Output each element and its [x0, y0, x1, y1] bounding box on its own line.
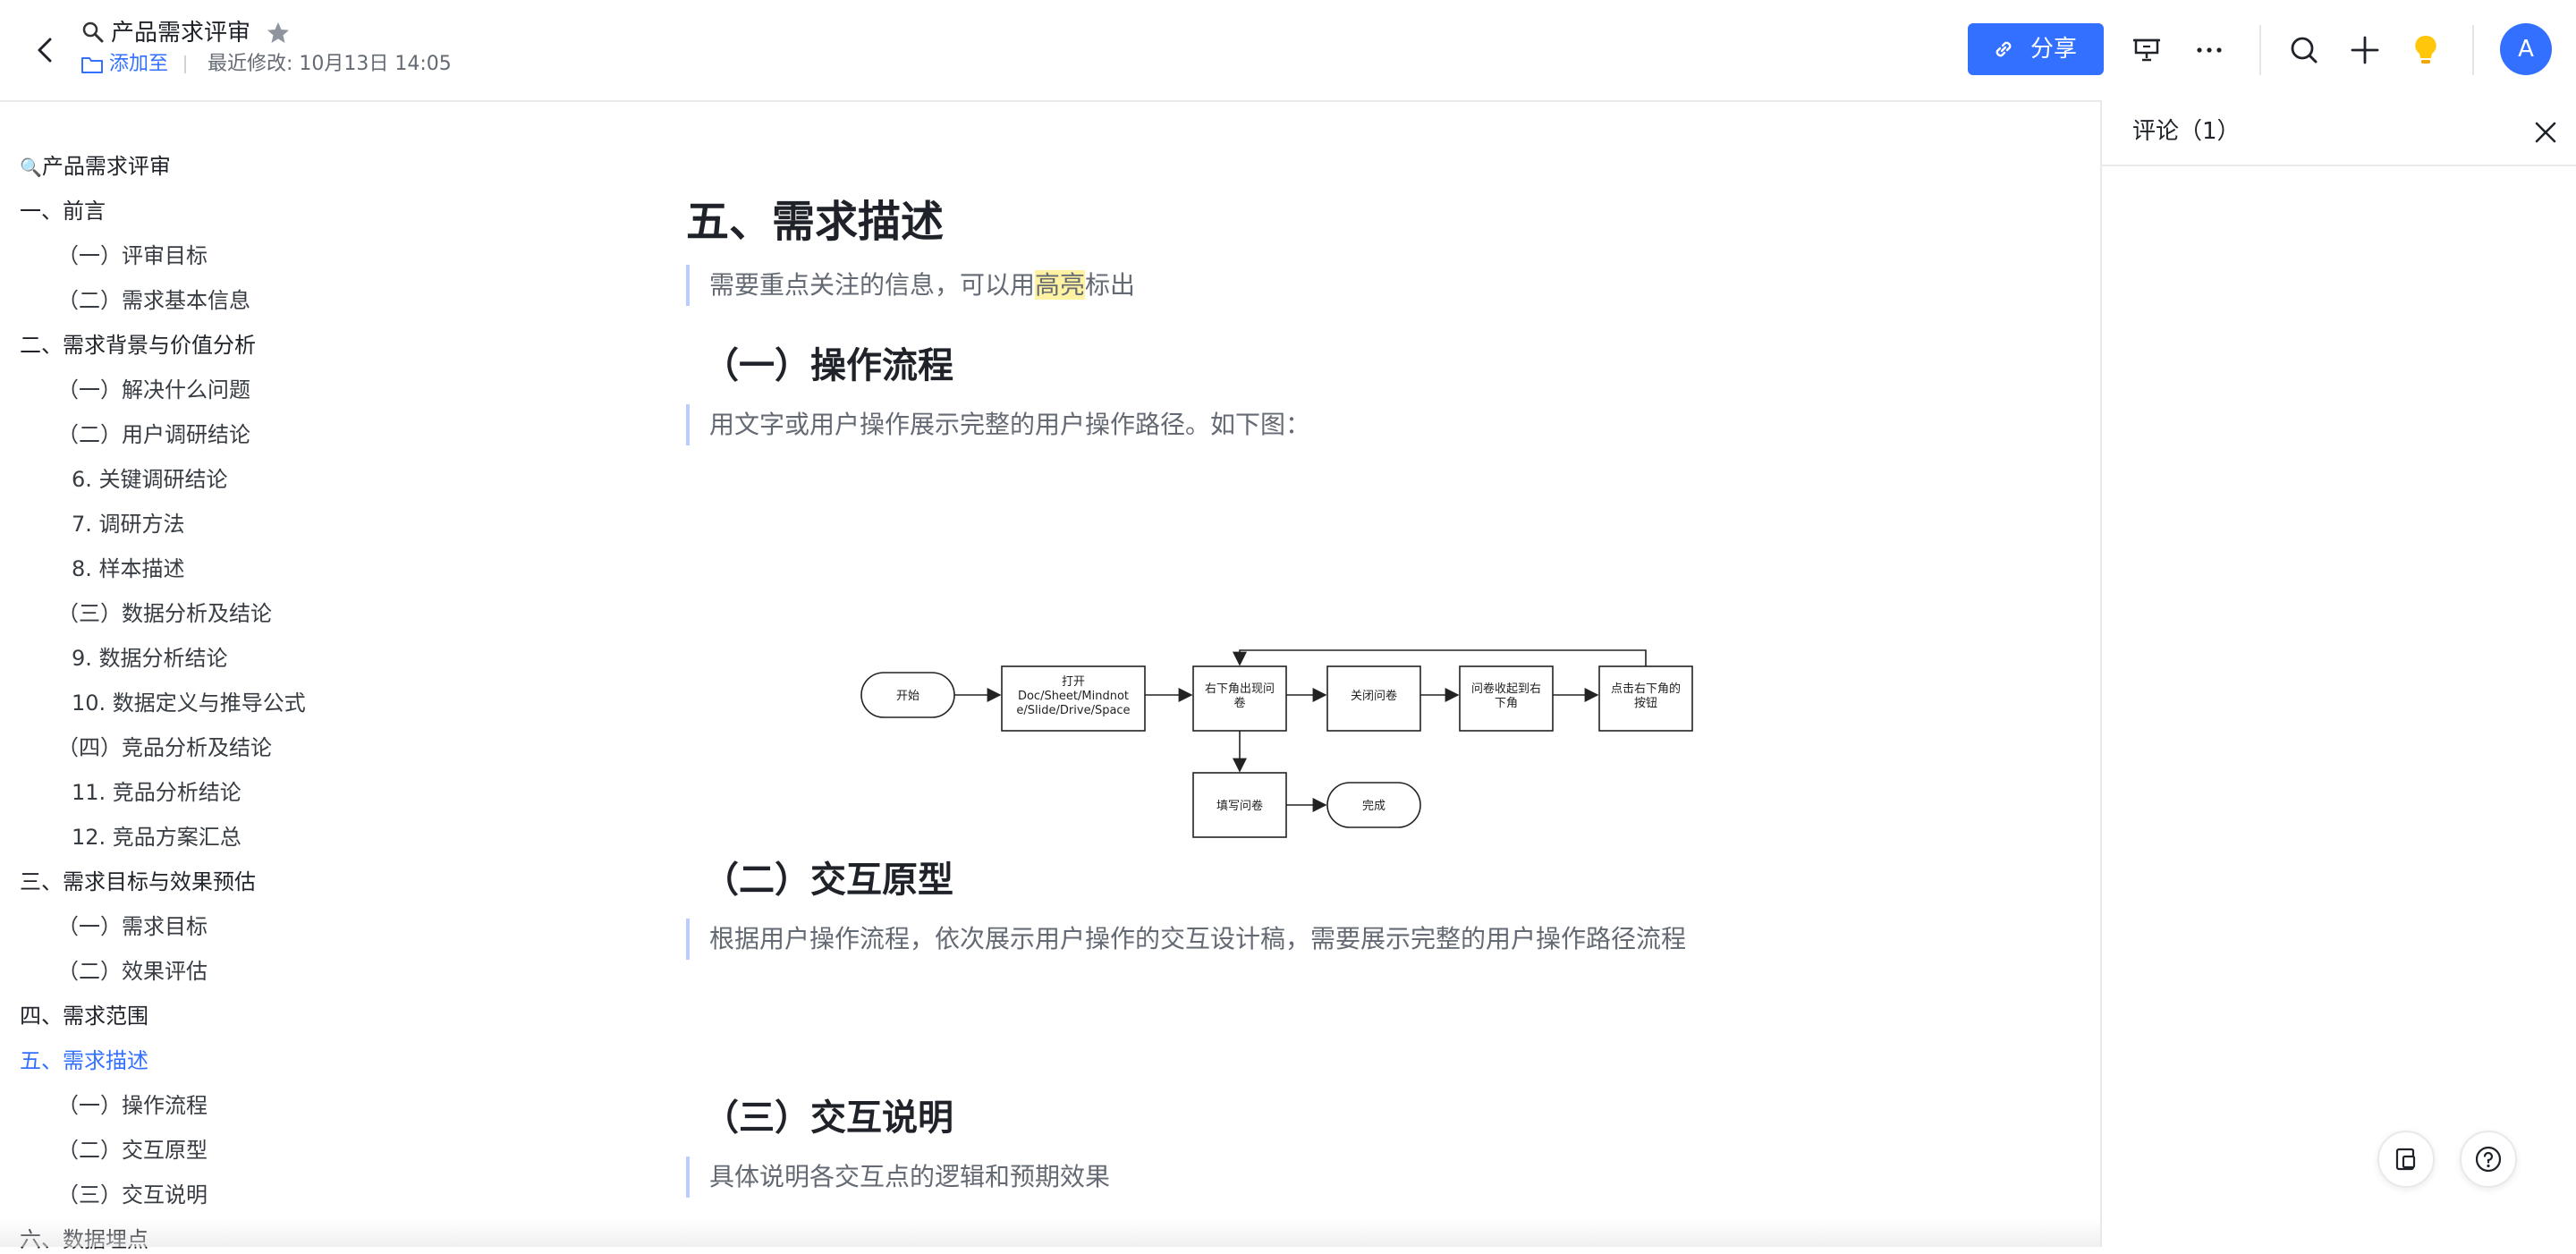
flow-node-open: [1001, 665, 1146, 732]
folder-icon: [81, 57, 103, 73]
outline-item[interactable]: 🔍产品需求评审: [20, 154, 171, 179]
outline-item[interactable]: （一）解决什么问题: [57, 377, 250, 402]
doc-icon: [82, 21, 104, 43]
outline-item[interactable]: （三）交互说明: [57, 1182, 208, 1207]
quote-text: 需要重点关注的信息，可以用: [709, 270, 1036, 300]
back-icon: [38, 38, 52, 63]
flow-label: 关闭问卷: [1351, 689, 1397, 703]
doc-icon: 🔍: [20, 157, 42, 178]
subsection-heading[interactable]: （二）交互原型: [703, 860, 953, 901]
doc-info-button[interactable]: [2377, 1131, 2435, 1188]
outline-item[interactable]: 9. 数据分析结论: [72, 646, 228, 671]
flow-node-close: [1326, 665, 1421, 732]
close-icon[interactable]: [2528, 114, 2563, 150]
outline-item[interactable]: （三）数据分析及结论: [57, 601, 272, 626]
present-icon[interactable]: [2127, 30, 2166, 70]
outline-item[interactable]: 12. 竞品方案汇总: [72, 825, 242, 850]
flow-label: 右下角出现问: [1205, 682, 1275, 696]
subsection-heading[interactable]: （一）操作流程: [703, 345, 953, 386]
share-label: 分享: [2030, 36, 2078, 63]
outline-item-active[interactable]: 五、需求描述: [20, 1048, 148, 1073]
top-bar: 产品需求评审 添加至 最近修改: 10月13日 14:05 分享 A: [0, 0, 2576, 102]
outline-item[interactable]: 11. 竞品分析结论: [72, 780, 242, 805]
subsection-heading[interactable]: （三）交互说明: [703, 1097, 953, 1139]
flow-label: 按钮: [1634, 697, 1657, 710]
outline-item[interactable]: 一、前言: [20, 199, 106, 224]
flow-label: 问卷收起到右: [1471, 682, 1541, 696]
outline-item[interactable]: （二）用户调研结论: [57, 422, 250, 447]
outline-item[interactable]: （二）交互原型: [57, 1138, 208, 1163]
callout-quote[interactable]: 用文字或用户操作展示完整的用户操作路径。如下图：: [686, 404, 1310, 445]
share-button[interactable]: 分享: [1968, 23, 2104, 75]
bulb-icon[interactable]: [2406, 30, 2445, 70]
meta-divider: [184, 55, 186, 73]
flowchart[interactable]: 开始 打开 Doc/Sheet/Mindnot e/Slide/Drive/Sp…: [859, 533, 1753, 864]
flow-label: 填写问卷: [1216, 799, 1263, 813]
help-button[interactable]: [2460, 1131, 2517, 1188]
link-icon: [1996, 41, 2012, 57]
document-body: 五、需求描述 需要重点关注的信息，可以用高亮标出 （一）操作流程 用文字或用户操…: [376, 100, 2102, 1247]
plus-icon[interactable]: [2345, 30, 2385, 70]
outline-item[interactable]: （一）需求目标: [57, 914, 208, 939]
callout-quote[interactable]: 具体说明各交互点的逻辑和预期效果: [686, 1157, 1110, 1198]
flow-node-fill: [1192, 772, 1287, 838]
star-icon[interactable]: [265, 20, 292, 47]
scroll-fade: [0, 1220, 2100, 1247]
doc-info-icon: [2395, 1148, 2416, 1171]
outline-item[interactable]: （二）需求基本信息: [57, 288, 250, 313]
flow-label: 开始: [896, 690, 919, 703]
back-button[interactable]: [27, 30, 66, 70]
flow-label: Doc/Sheet/Mindnot: [1018, 690, 1129, 703]
comment-panel: 评论（1）: [2100, 100, 2576, 1247]
outline-item[interactable]: 7. 调研方法: [72, 512, 185, 537]
outline-item[interactable]: 8. 样本描述: [72, 556, 185, 581]
outline-item[interactable]: 二、需求背景与价值分析: [20, 333, 256, 358]
outline-item[interactable]: （四）竞品分析及结论: [57, 735, 272, 760]
flow-label: e/Slide/Drive/Space: [1016, 704, 1130, 717]
flow-label: 完成: [1362, 800, 1385, 813]
outline-item[interactable]: 三、需求目标与效果预估: [20, 869, 256, 894]
help-icon: [2475, 1146, 2502, 1173]
comment-panel-title: 评论（1）: [2132, 118, 2241, 145]
header-divider: [2259, 25, 2261, 75]
doc-title[interactable]: 产品需求评审: [111, 20, 251, 47]
more-icon[interactable]: [2190, 30, 2229, 70]
outline-item[interactable]: 四、需求范围: [20, 1004, 148, 1029]
comment-panel-header: 评论（1）: [2102, 100, 2576, 166]
flow-node-collapse: [1459, 665, 1554, 732]
callout-quote[interactable]: 根据用户操作流程，依次展示用户操作的交互设计稿，需要展示完整的用户操作路径流程: [686, 919, 1686, 960]
last-modified: 最近修改: 10月13日 14:05: [208, 53, 452, 75]
header-divider-2: [2472, 25, 2474, 75]
avatar[interactable]: A: [2500, 23, 2552, 75]
quote-text: 标出: [1085, 270, 1136, 300]
flow-node-done: [1326, 782, 1421, 828]
flow-loop-arrow: [1233, 649, 1647, 666]
flow-node-click: [1598, 665, 1693, 732]
add-to-link[interactable]: 添加至: [109, 53, 169, 75]
outline-item[interactable]: 6. 关键调研结论: [72, 467, 228, 492]
flow-label: 点击右下角的: [1611, 682, 1681, 696]
flow-label: 卷: [1233, 696, 1245, 710]
search-icon[interactable]: [2284, 30, 2324, 70]
outline-sidebar: 🔍产品需求评审 一、前言 （一）评审目标 （二）需求基本信息 二、需求背景与价值…: [0, 100, 376, 1252]
flow-label: 打开: [1062, 675, 1085, 689]
flow-label: 下角: [1495, 697, 1518, 710]
outline-item[interactable]: （二）效果评估: [57, 959, 208, 984]
highlighted-text: 高亮: [1035, 270, 1086, 300]
section-heading[interactable]: 五、需求描述: [686, 197, 945, 247]
outline-item[interactable]: （一）评审目标: [57, 243, 208, 268]
outline-item[interactable]: 10. 数据定义与推导公式: [72, 691, 306, 716]
outline-item[interactable]: （一）操作流程: [57, 1093, 208, 1118]
callout-quote[interactable]: 需要重点关注的信息，可以用高亮标出: [686, 265, 1135, 306]
